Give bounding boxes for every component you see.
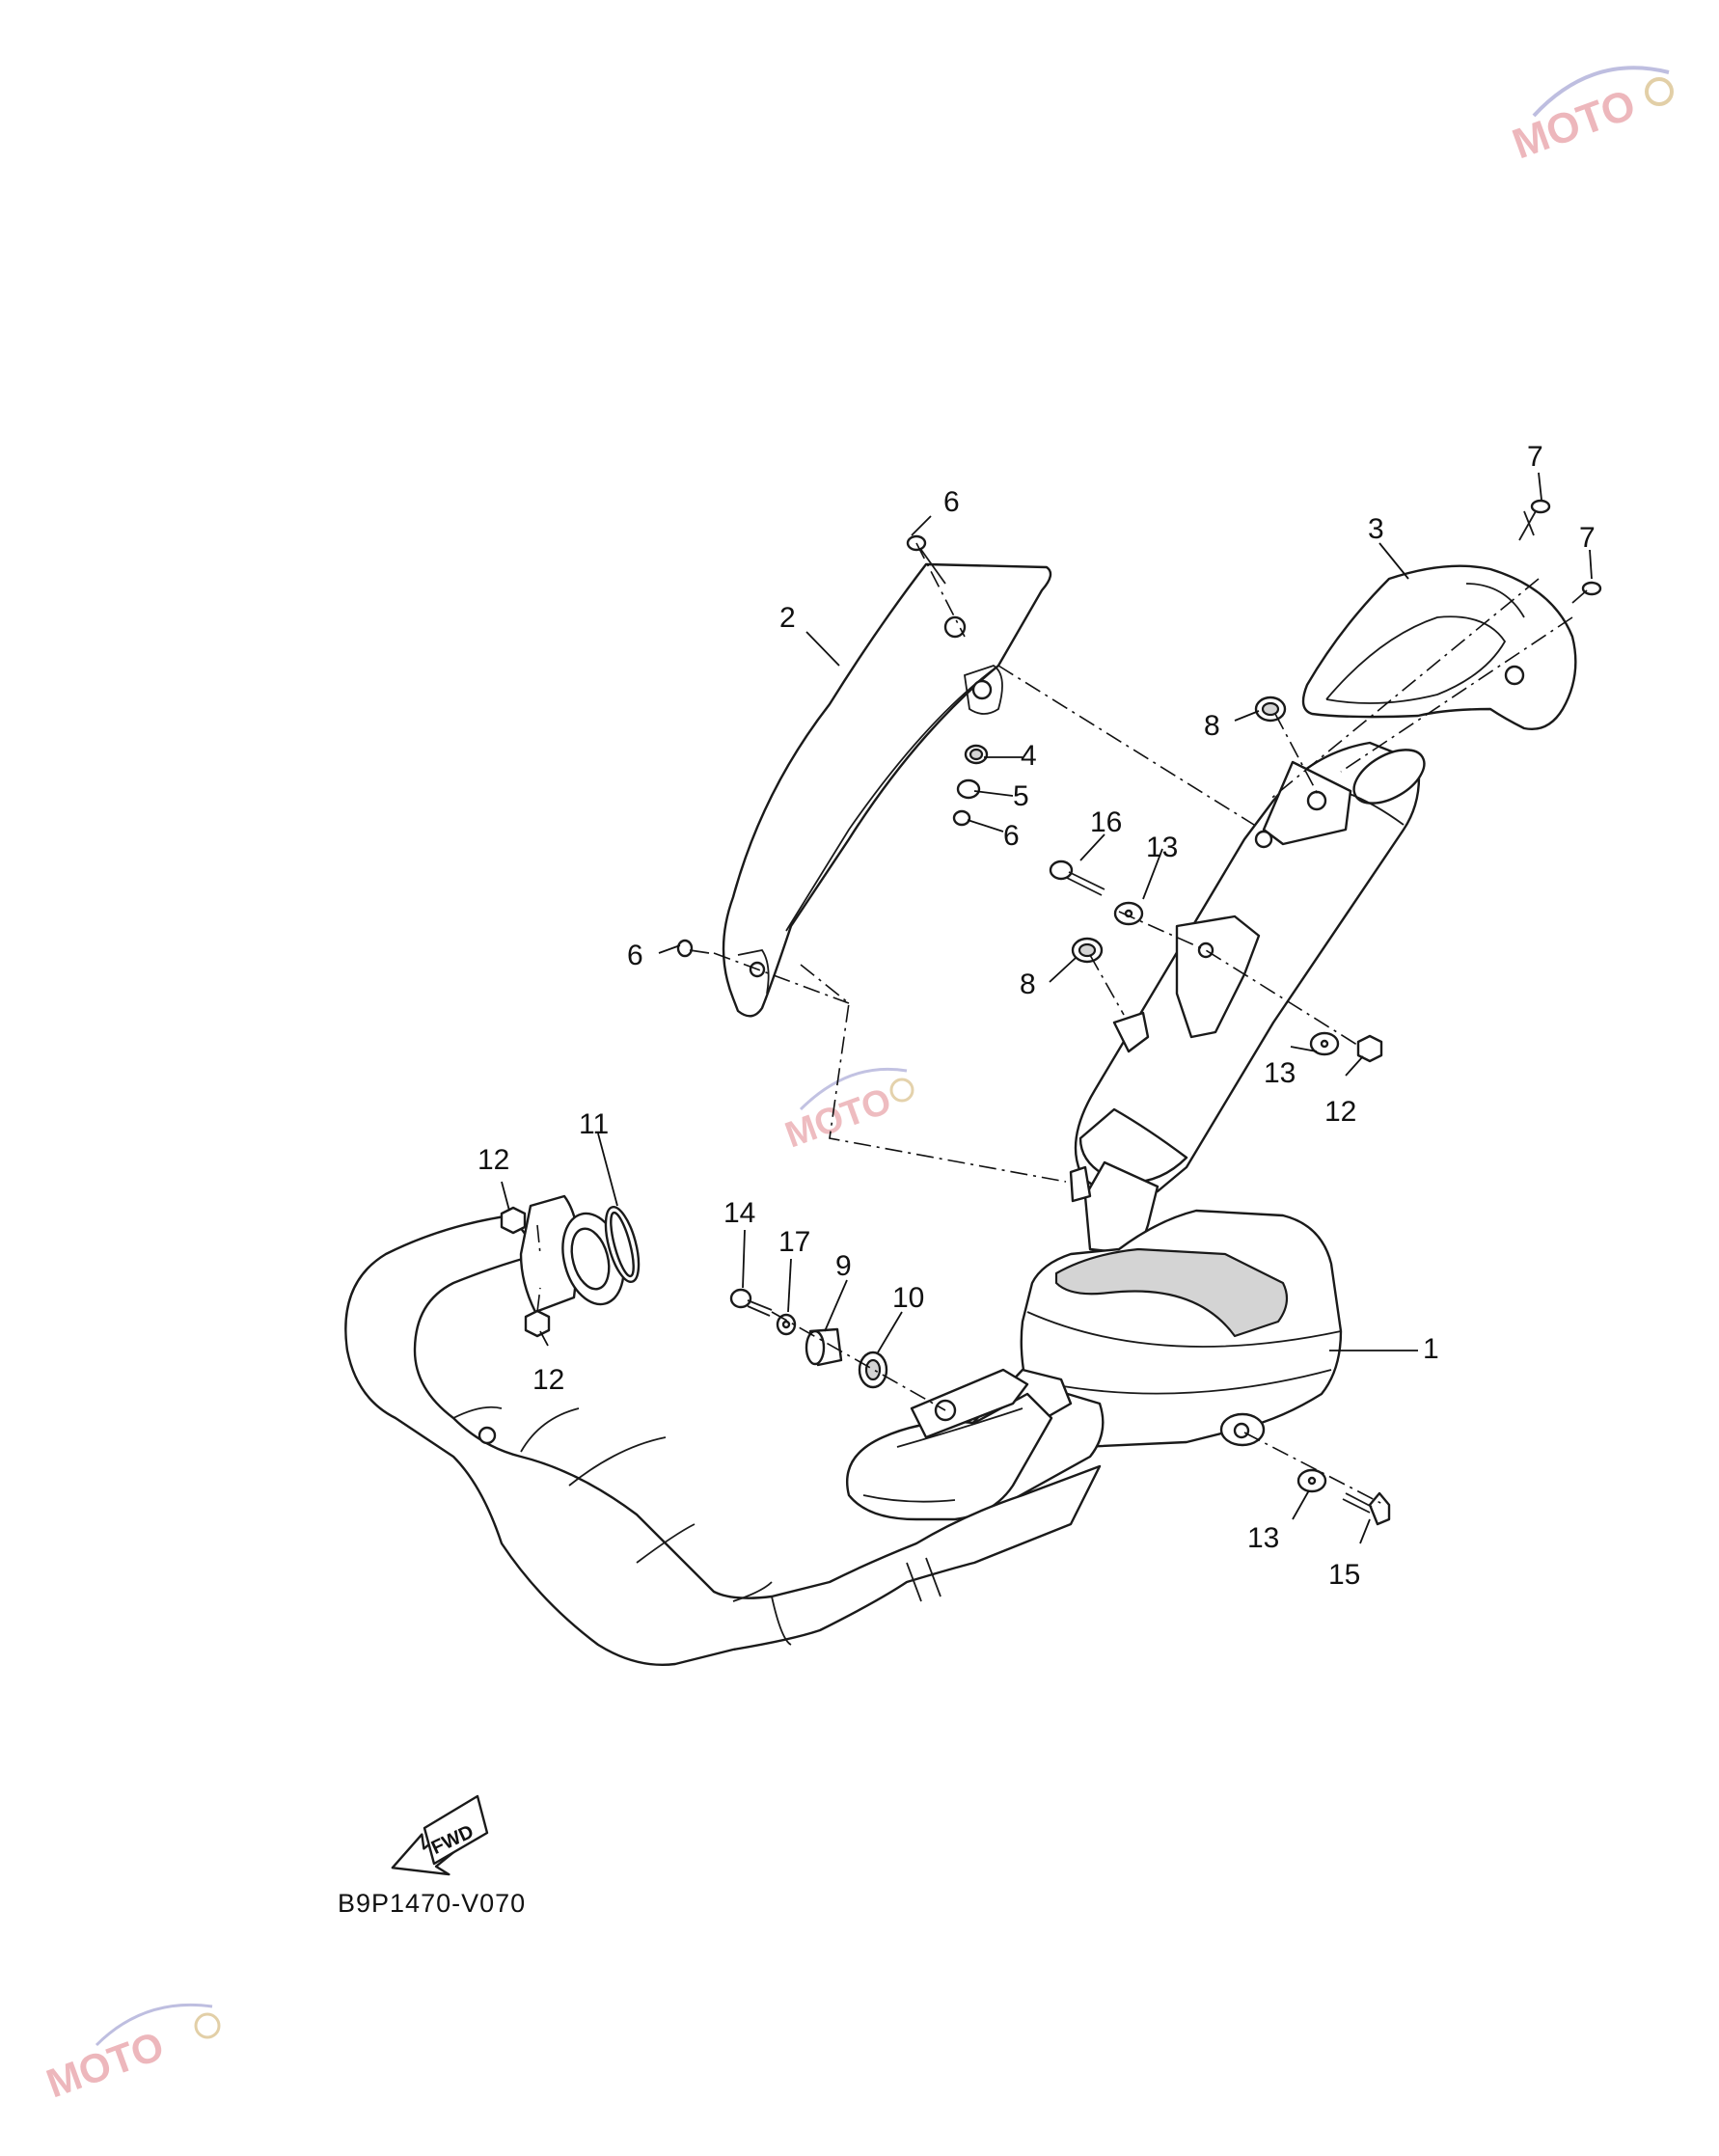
hardware-parts: [500, 499, 1602, 1526]
svg-text:MOTO: MOTO: [780, 1080, 897, 1156]
callout-17: 17: [778, 1226, 810, 1258]
watermark-center: MOTO: [780, 1067, 914, 1156]
callout-11: 11: [579, 1108, 609, 1140]
callout-12-top: 12: [478, 1144, 509, 1176]
muffler-end-cover-part: [1301, 564, 1577, 730]
callout-3: 3: [1368, 513, 1384, 545]
callout-7-upper: 7: [1527, 441, 1543, 473]
callout-12-bottom: 12: [532, 1364, 564, 1396]
drawing-code: B9P1470-V070: [338, 1889, 526, 1918]
callout-12-right: 12: [1324, 1096, 1356, 1128]
callout-6-middle: 6: [1003, 820, 1020, 852]
callout-13-middle: 13: [1264, 1057, 1296, 1089]
callout-13-lower: 13: [1247, 1522, 1279, 1554]
exhaust-pipe-part: [344, 1194, 1102, 1666]
callout-6-left: 6: [627, 940, 643, 971]
forward-direction-arrow: FWD: [391, 1794, 489, 1876]
callout-14: 14: [723, 1197, 755, 1229]
callout-5: 5: [1013, 780, 1029, 812]
leader-lines: [501, 472, 1593, 1544]
callout-8-lower: 8: [1020, 969, 1036, 1000]
muffler-body-part: [846, 741, 1426, 1521]
callout-9: 9: [835, 1250, 852, 1282]
callout-15: 15: [1328, 1559, 1360, 1591]
watermark-top-right: MOTO: [1507, 66, 1674, 168]
callout-7-lower: 7: [1579, 522, 1596, 554]
callout-6-top: 6: [943, 486, 960, 518]
callout-16: 16: [1090, 806, 1122, 838]
callout-labels: 1 2 3 4 5 6 6 6 7 7 8 8 9 10 11 12 12 12…: [478, 441, 1596, 1591]
callout-4: 4: [1021, 740, 1037, 772]
callout-10: 10: [892, 1282, 924, 1314]
svg-text:MOTO: MOTO: [41, 2022, 170, 2106]
svg-text:MOTO: MOTO: [1507, 80, 1642, 168]
watermark-bottom-left: MOTO: [41, 2003, 221, 2106]
callout-1: 1: [1423, 1333, 1439, 1365]
callout-2: 2: [779, 602, 796, 634]
heat-protector-front-part: [722, 562, 1052, 1018]
assembly-lines: [536, 542, 1573, 1506]
callout-13-upper: 13: [1146, 832, 1178, 863]
callout-8-upper: 8: [1204, 710, 1220, 742]
